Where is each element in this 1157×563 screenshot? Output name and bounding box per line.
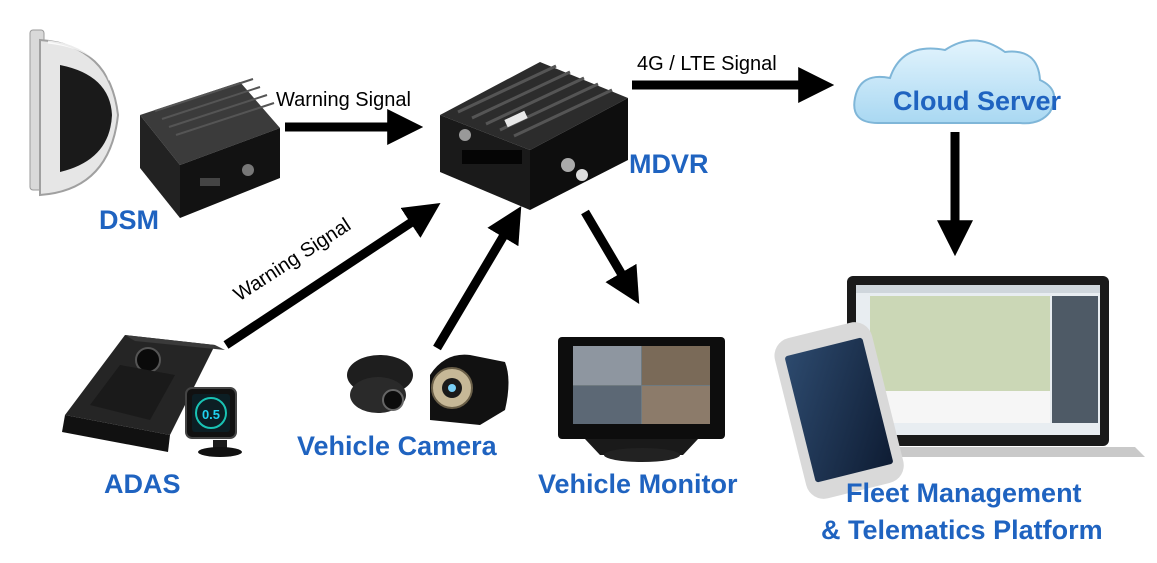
mdvr-device-icon: [440, 62, 628, 210]
smartphone-icon: [774, 322, 904, 499]
vehicle-monitor-label: Vehicle Monitor: [538, 469, 738, 499]
adas-label: ADAS: [104, 469, 181, 499]
dsm-label: DSM: [99, 205, 159, 235]
monitor-icon: [558, 337, 725, 462]
edge-camera-to-mdvr: [433, 206, 522, 351]
adas-display-value: 0.5: [202, 407, 220, 422]
adas-device-icon: [62, 335, 225, 452]
dsm-camera-icon: [29, 29, 120, 197]
dome-camera-icon: [347, 355, 413, 413]
edge-label-dsm-warning: Warning Signal: [276, 89, 411, 111]
edge-adas-to-mdvr: [223, 203, 441, 349]
cloud-server-label: Cloud Server: [893, 86, 1062, 116]
vehicle-camera-label: Vehicle Camera: [297, 431, 497, 461]
adas-display-icon: [185, 387, 242, 457]
cloud-icon: [853, 39, 1056, 125]
edge-mdvr-to-monitor: [581, 209, 640, 304]
laptop-icon: [810, 276, 1145, 457]
edge-label-4g-lte: 4G / LTE Signal: [637, 53, 777, 75]
dsm-box-icon: [140, 78, 280, 218]
mdvr-label: MDVR: [629, 149, 709, 179]
platform-label-line2: & Telematics Platform: [821, 515, 1103, 545]
platform-label-line1: Fleet Management: [846, 478, 1082, 508]
side-camera-icon: [430, 354, 509, 425]
